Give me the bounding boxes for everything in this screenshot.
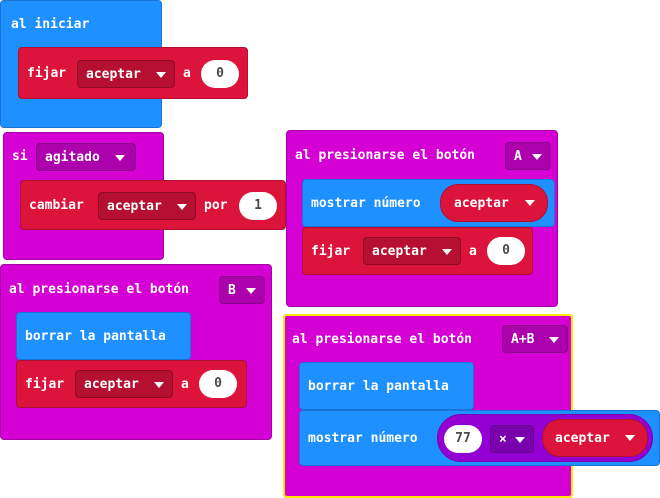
on-start-label: al iniciar (11, 17, 90, 32)
change-variable-block[interactable]: cambiar aceptar por 1 (20, 180, 286, 230)
change-label: cambiar (29, 198, 84, 213)
variable-name: aceptar (107, 199, 162, 214)
dropdown-caret-icon (154, 382, 164, 388)
show-number-block[interactable]: mostrar número 77 × aceptar (299, 410, 660, 466)
variable-name: aceptar (454, 196, 509, 211)
on-gesture-label: si (12, 149, 28, 164)
value-input[interactable]: 0 (487, 237, 525, 265)
on-button-label: al presionarse el botón (295, 148, 476, 163)
on-button-label: al presionarse el botón (9, 282, 190, 297)
set-label: fijar (25, 377, 65, 392)
operator-name: × (499, 432, 507, 447)
button-name: A (514, 149, 522, 164)
set-label: fijar (311, 244, 351, 259)
by-label: por (204, 198, 228, 213)
operator-dropdown[interactable]: × (490, 425, 534, 453)
variable-dropdown[interactable]: aceptar (363, 237, 461, 265)
set-variable-block[interactable]: fijar aceptar a 0 (18, 47, 248, 99)
set-label: fijar (27, 66, 67, 81)
show-number-label: mostrar número (311, 196, 421, 211)
variable-reporter[interactable]: aceptar (440, 184, 548, 222)
clear-screen-block[interactable]: borrar la pantalla (299, 362, 474, 410)
button-dropdown[interactable]: A (505, 142, 551, 170)
value-input[interactable]: 1 (239, 192, 277, 220)
set-variable-block[interactable]: fijar aceptar a 0 (16, 360, 247, 408)
dropdown-caret-icon (115, 155, 125, 161)
dropdown-caret-icon (625, 435, 635, 441)
button-dropdown[interactable]: A+B (502, 325, 568, 353)
to-label: a (183, 66, 191, 81)
to-label: a (181, 377, 189, 392)
button-name: B (228, 283, 236, 298)
variable-dropdown[interactable]: aceptar (98, 192, 196, 220)
dropdown-caret-icon (177, 204, 187, 210)
value-input[interactable]: 0 (199, 370, 237, 398)
variable-name: aceptar (372, 244, 427, 259)
variable-dropdown[interactable]: aceptar (75, 370, 173, 398)
variable-name: aceptar (84, 377, 139, 392)
dropdown-caret-icon (515, 437, 525, 443)
left-operand-input[interactable]: 77 (444, 425, 482, 453)
button-name: A+B (511, 332, 535, 347)
gesture-name: agitado (45, 150, 100, 165)
value-input[interactable]: 0 (201, 60, 239, 88)
clear-screen-block[interactable]: borrar la pantalla (16, 312, 191, 360)
dropdown-caret-icon (156, 72, 166, 78)
dropdown-caret-icon (525, 200, 535, 206)
dropdown-caret-icon (246, 288, 256, 294)
variable-name: aceptar (86, 67, 141, 82)
gesture-dropdown[interactable]: agitado (36, 143, 136, 171)
dropdown-caret-icon (549, 337, 559, 343)
variable-reporter[interactable]: aceptar (542, 419, 648, 457)
multiply-reporter[interactable]: 77 × aceptar (437, 414, 653, 462)
set-variable-block[interactable]: fijar aceptar a 0 (302, 227, 533, 275)
on-button-label: al presionarse el botón (292, 332, 473, 347)
to-label: a (469, 244, 477, 259)
variable-dropdown[interactable]: aceptar (77, 60, 175, 88)
dropdown-caret-icon (442, 249, 452, 255)
clear-screen-label: borrar la pantalla (25, 329, 166, 344)
show-number-block[interactable]: mostrar número aceptar (302, 179, 555, 227)
dropdown-caret-icon (532, 154, 542, 160)
show-number-label: mostrar número (308, 431, 418, 446)
clear-screen-label: borrar la pantalla (308, 379, 449, 394)
variable-name: aceptar (555, 431, 610, 446)
button-dropdown[interactable]: B (219, 276, 265, 304)
